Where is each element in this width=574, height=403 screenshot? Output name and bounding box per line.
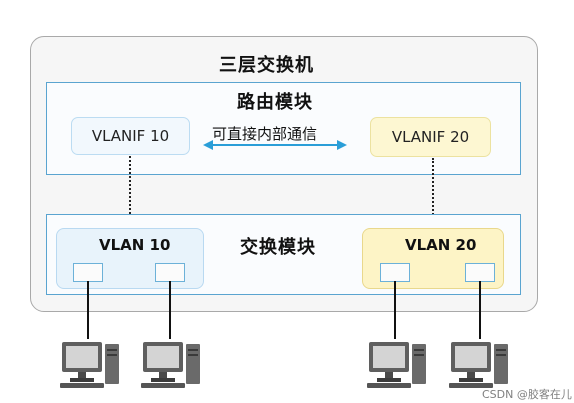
- cable-2: [169, 281, 171, 339]
- computer-icon: [449, 342, 508, 388]
- port-3: [380, 263, 410, 282]
- watermark: CSDN @胶客在儿: [482, 388, 572, 401]
- vlanif-20-link: [432, 158, 434, 230]
- vlan-20-label: VLAN 20: [405, 236, 477, 254]
- computer-icon: [60, 342, 119, 388]
- switching-module-title: 交换模块: [240, 237, 316, 258]
- computer-icon: [141, 342, 200, 388]
- port-2: [155, 263, 185, 282]
- routing-module-title: 路由模块: [237, 92, 313, 113]
- bidirectional-arrow-icon: [203, 140, 347, 150]
- vlanif-10-link: [129, 156, 131, 230]
- vlan-10-label: VLAN 10: [99, 236, 171, 254]
- vlanif-10-label: VLANIF 10: [91, 127, 170, 145]
- internal-communication-label: 可直接内部通信: [212, 125, 318, 143]
- cable-4: [479, 281, 481, 339]
- cable-1: [87, 281, 89, 339]
- vlanif-20-box: VLANIF 20: [370, 117, 491, 157]
- port-1: [73, 263, 103, 282]
- vlanif-10-box: VLANIF 10: [71, 117, 190, 155]
- port-4: [465, 263, 495, 282]
- vlanif-20-label: VLANIF 20: [391, 128, 470, 146]
- switch-title: 三层交换机: [219, 55, 314, 76]
- cable-3: [394, 281, 396, 339]
- computer-icon: [367, 342, 426, 388]
